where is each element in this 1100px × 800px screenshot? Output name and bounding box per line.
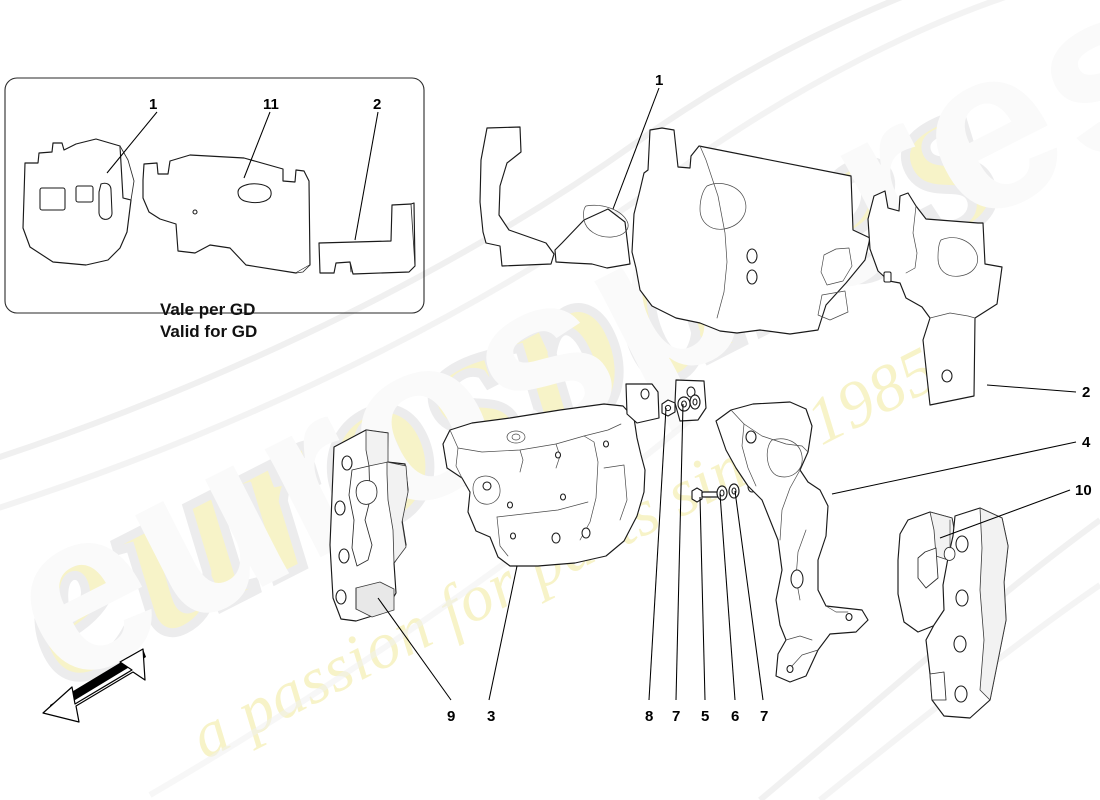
- inset-part-11-insulation-panel: [142, 154, 311, 274]
- callout-8: 8: [645, 708, 654, 725]
- inset-callout-2: 2: [373, 96, 382, 113]
- inset-callout-2-leader: [354, 111, 379, 241]
- inset-part-1-insulation-pad: [22, 138, 135, 266]
- callout-4: 4: [1082, 434, 1091, 451]
- callout-9-leader: [377, 597, 452, 701]
- callout-5-leader: [699, 496, 706, 701]
- inset-callout-11: 11: [263, 96, 279, 113]
- callout-10-leader: [939, 489, 1071, 539]
- callout-leader-lines: [106, 87, 1077, 701]
- callout-9: 9: [447, 708, 456, 725]
- main-part-9-support-bracket: [329, 429, 409, 622]
- callout-5: 5: [701, 708, 710, 725]
- callout-4-leader: [831, 441, 1077, 495]
- callout-2-leader: [986, 384, 1077, 393]
- callout-8-leader: [648, 407, 667, 701]
- callout-10: 10: [1075, 482, 1092, 499]
- inset-callout-1: 1: [149, 96, 158, 113]
- callout-1: 1: [655, 72, 664, 89]
- callout-7b-leader: [734, 490, 764, 701]
- callout-7a-leader: [675, 403, 684, 701]
- callout-3: 3: [487, 708, 496, 725]
- direction-arrow: [42, 648, 146, 723]
- main-part-3-engine-bay-insulation: [442, 403, 646, 567]
- callout-7a: 7: [672, 708, 681, 725]
- gd-caption-line-2: Valid for GD: [160, 322, 258, 342]
- callout-2: 2: [1082, 384, 1091, 401]
- callout-6-leader: [719, 493, 736, 701]
- main-part-1-firewall-insulation-left: [479, 126, 631, 269]
- inset-callout-1-leader: [106, 111, 158, 174]
- main-part-10-moulded-mount: [897, 507, 1009, 719]
- callout-6: 6: [731, 708, 740, 725]
- main-part-4-wheelarch-insulation: [715, 401, 869, 683]
- inset-callout-11-leader: [243, 111, 271, 179]
- callout-7b: 7: [760, 708, 769, 725]
- gd-caption-line-1: Vale per GD: [160, 300, 256, 319]
- inset-part-2-insulation-bracket: [318, 202, 416, 275]
- main-part-1-firewall-insulation-center: [631, 127, 871, 335]
- gd-inset-box: [4, 77, 425, 314]
- callout-3-leader: [488, 565, 518, 701]
- callout-1-leader: [612, 87, 660, 210]
- main-part-2-rear-insulation-panel: [867, 190, 1003, 406]
- gd-inset-caption: Vale per GD Valid for GD: [160, 299, 257, 344]
